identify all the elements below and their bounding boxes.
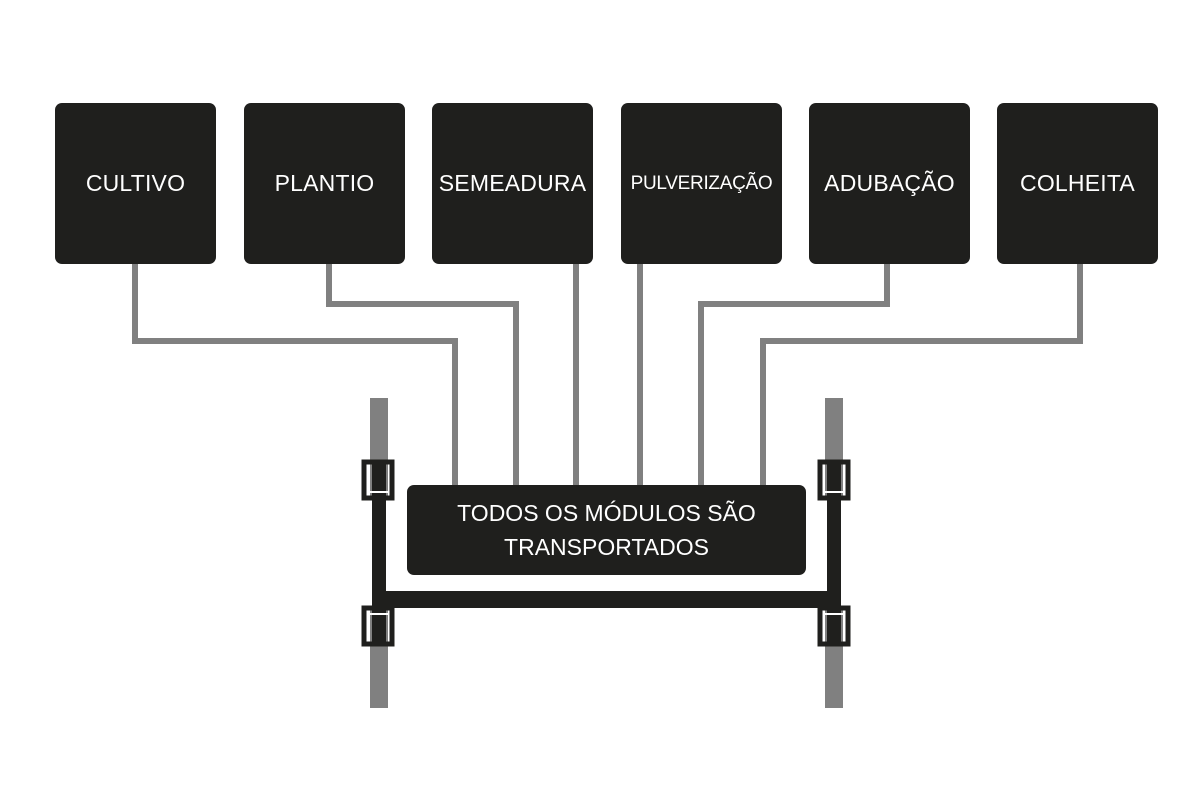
module-box-adubacao: ADUBAÇÃO xyxy=(809,103,970,264)
module-label-plantio: PLANTIO xyxy=(274,170,375,196)
central-label: TODOS OS MÓDULOS SÃO TRANSPORTADOS xyxy=(457,500,756,560)
module-box-cultivo: CULTIVO xyxy=(55,103,216,264)
module-box-semeadura: SEMEADURA xyxy=(432,103,593,264)
hub-right-bottom xyxy=(817,605,851,647)
module-box-colheita: COLHEITA xyxy=(997,103,1158,264)
module-label-colheita: COLHEITA xyxy=(1020,170,1135,196)
module-box-pulverizacao: PULVERIZAÇÃO xyxy=(621,103,782,264)
frame-crossbar xyxy=(372,591,841,608)
chassis xyxy=(361,398,851,708)
frame-left-rail xyxy=(372,462,386,646)
module-box-plantio: PLANTIO xyxy=(244,103,405,264)
module-label-adubacao: ADUBAÇÃO xyxy=(824,170,955,196)
connector-plantio xyxy=(326,264,519,485)
connector-lines xyxy=(132,264,1083,485)
connector-colheita xyxy=(760,264,1083,485)
module-label-semeadura: SEMEADURA xyxy=(438,170,587,196)
connector-cultivo xyxy=(132,264,458,485)
hub-left-top xyxy=(361,459,395,501)
hub-left-bottom xyxy=(361,605,395,647)
central-box: TODOS OS MÓDULOS SÃO TRANSPORTADOS xyxy=(407,485,806,575)
connector-adubacao xyxy=(698,264,890,485)
hub-right-top xyxy=(817,459,851,501)
module-label-cultivo: CULTIVO xyxy=(85,170,186,196)
module-label-pulverizacao: PULVERIZAÇÃO xyxy=(630,172,773,194)
frame-right-rail xyxy=(827,462,841,646)
